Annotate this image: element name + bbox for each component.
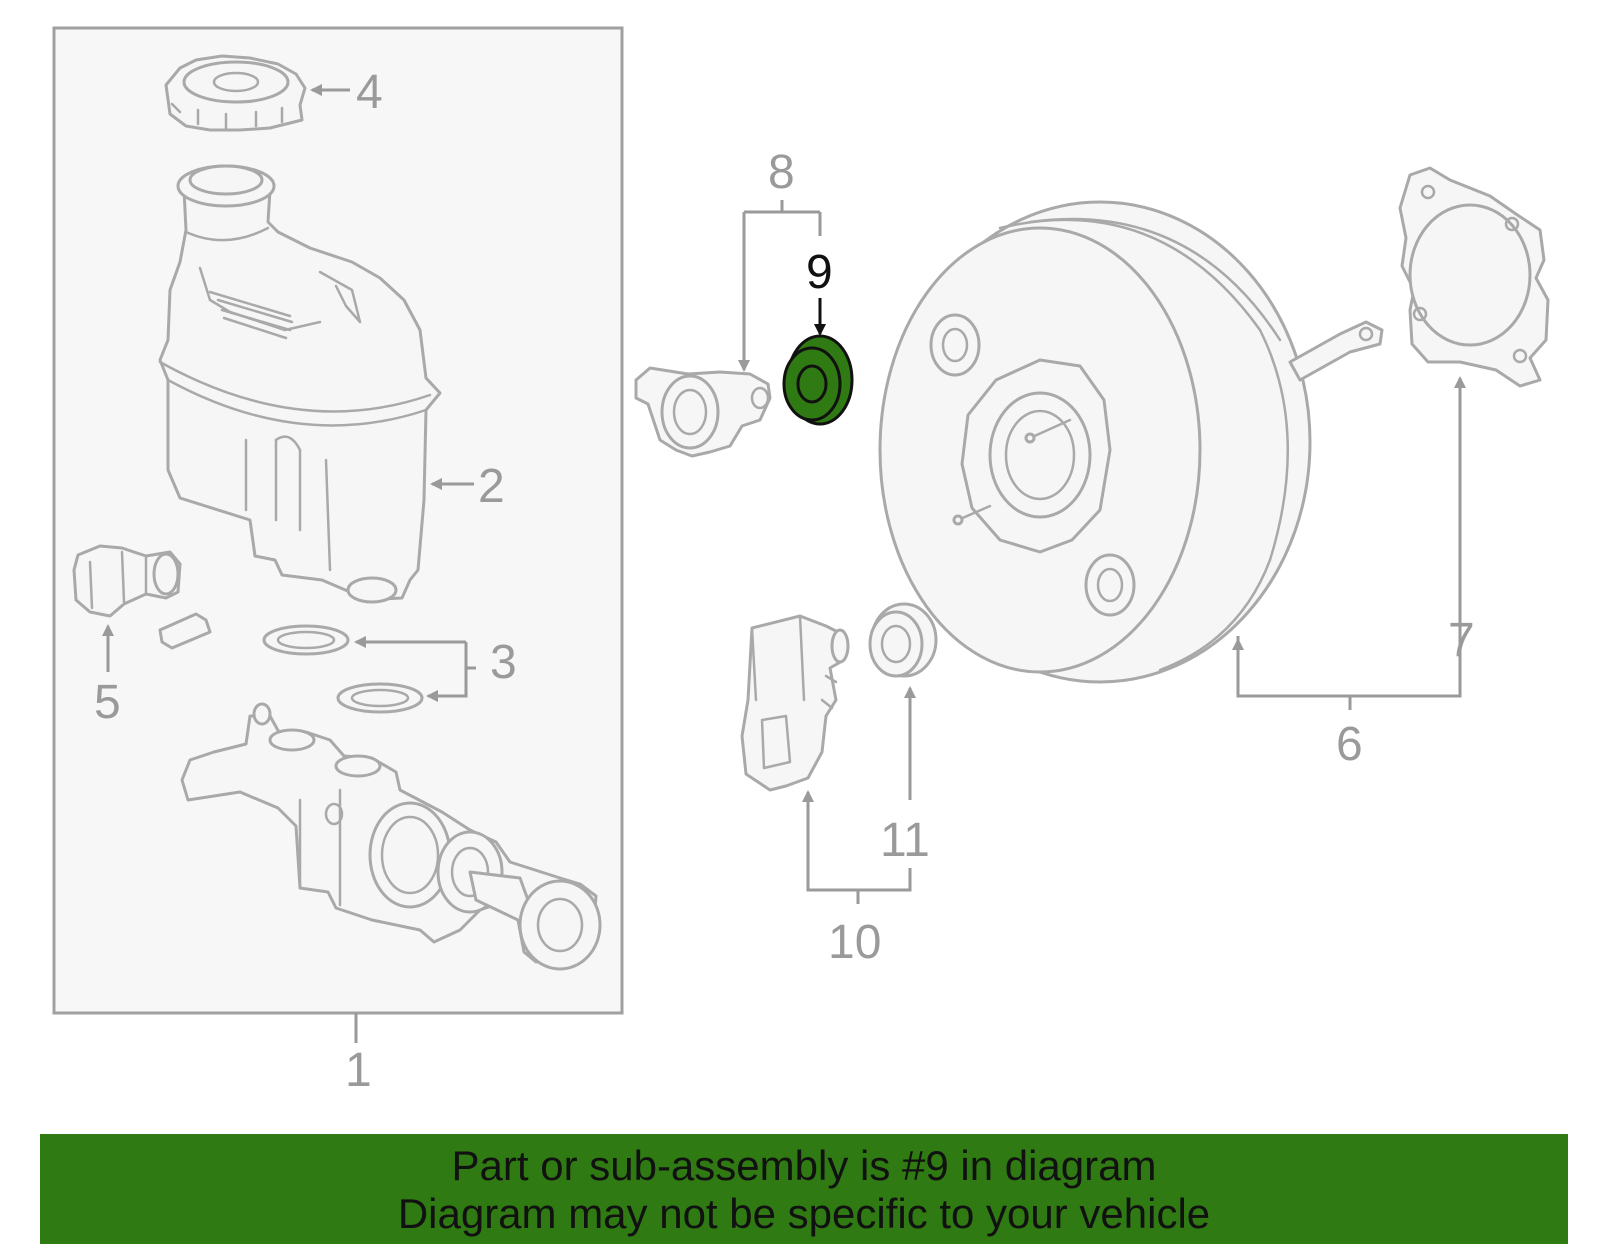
grommet-highlighted-part-9 xyxy=(782,334,854,426)
callout-6: 6 xyxy=(1336,718,1363,771)
callout-4: 4 xyxy=(356,66,383,119)
callout-8: 8 xyxy=(768,146,795,199)
callout-9: 9 xyxy=(806,246,833,299)
callout-5: 5 xyxy=(94,676,121,729)
reservoir-cap xyxy=(164,54,307,132)
booster-gasket xyxy=(1398,166,1550,388)
vacuum-sensor xyxy=(740,614,850,792)
callout-3: 3 xyxy=(490,636,517,689)
callout-7: 7 xyxy=(1448,614,1475,667)
fluid-level-sensor xyxy=(72,544,212,650)
fluid-reservoir xyxy=(158,164,442,604)
sensor-grommet xyxy=(868,602,938,678)
callout-11: 11 xyxy=(880,814,930,867)
brake-booster xyxy=(878,200,1384,684)
leader-lines xyxy=(102,84,1466,904)
reservoir-seals xyxy=(262,624,424,714)
banner-line-2: Diagram may not be specific to your vehi… xyxy=(397,1190,1211,1237)
master-cylinder-body xyxy=(180,702,602,971)
callout-labels: 1 2 3 4 5 6 7 8 9 10 11 xyxy=(94,66,1475,1097)
callout-10: 10 xyxy=(828,916,881,969)
callout-1: 1 xyxy=(345,1044,372,1097)
banner-line-1: Part or sub-assembly is #9 in diagram xyxy=(451,1142,1157,1189)
info-banner: Part or sub-assembly is #9 in diagram Di… xyxy=(40,1134,1568,1244)
callout-2: 2 xyxy=(478,460,505,513)
check-valve xyxy=(634,366,772,458)
